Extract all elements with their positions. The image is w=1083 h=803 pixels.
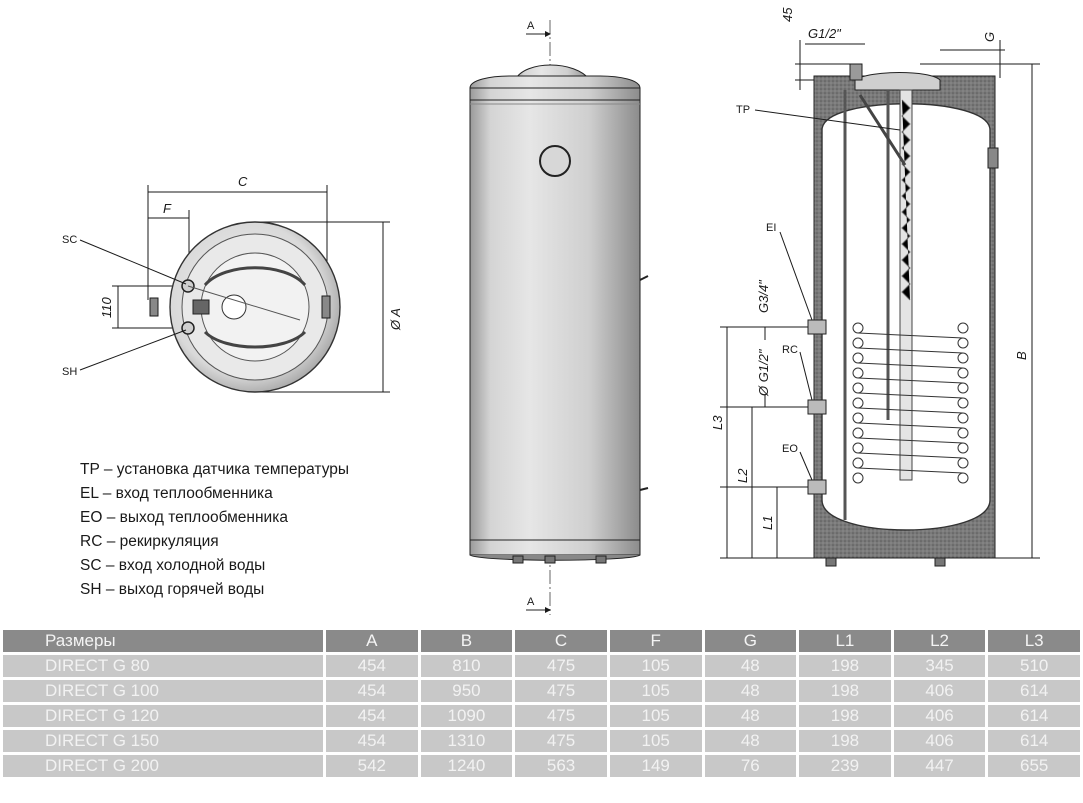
- label-tp: TP: [736, 104, 750, 116]
- table-cell-model: DIRECT G 120: [3, 705, 323, 727]
- table-cell: 1240: [420, 755, 513, 777]
- table-cell-model: DIRECT G 80: [3, 655, 323, 677]
- table-cell-model: DIRECT G 100: [3, 680, 323, 702]
- table-header-cell: L1: [799, 630, 891, 652]
- table-cell: 406: [893, 730, 986, 752]
- label-rc: RC: [782, 344, 798, 356]
- table-cell: 406: [893, 705, 986, 727]
- label-sh: SH: [62, 366, 77, 378]
- table-cell: 475: [515, 730, 607, 752]
- dim-110-label: 110: [99, 297, 114, 318]
- dim-45-label: 45: [780, 7, 795, 22]
- table-cell: 48: [704, 705, 797, 727]
- front-view: [469, 20, 649, 615]
- table-cell: 105: [609, 680, 702, 702]
- table-cell: 614: [988, 680, 1080, 702]
- table-header-row: Размеры A B C F G L1 L2 L3: [3, 630, 1080, 652]
- table-cell: 198: [799, 730, 891, 752]
- table-row: DIRECT G 200 542 1240 563 149 76 239 447…: [3, 755, 1080, 777]
- table-header-cell: L3: [988, 630, 1080, 652]
- dim-c-label: C: [238, 174, 248, 189]
- table-cell: 454: [326, 730, 418, 752]
- legend-item: SC – вход холодной воды: [80, 557, 266, 574]
- table-header-cell: F: [609, 630, 702, 652]
- table-cell: 454: [326, 705, 418, 727]
- dim-l1-label: L1: [760, 516, 775, 530]
- table-row: DIRECT G 80 454 810 475 105 48 198 345 5…: [3, 655, 1080, 677]
- dimensions-table: Размеры A B C F G L1 L2 L3 DIRECT G 80 4…: [0, 627, 1083, 780]
- dim-f-label: F: [163, 201, 172, 216]
- technical-drawing: C F 110 Ø A SC SH A A: [62, 7, 1040, 615]
- table-cell: 454: [326, 680, 418, 702]
- table-cell: 614: [988, 705, 1080, 727]
- table-cell-model: DIRECT G 200: [3, 755, 323, 777]
- dim-l2-label: L2: [735, 468, 750, 483]
- dim-b-label: B: [1014, 351, 1029, 360]
- dim-g12-label: Ø G1/2": [756, 348, 771, 397]
- table-cell: 447: [893, 755, 986, 777]
- table-cell: 345: [893, 655, 986, 677]
- section-view: [720, 40, 1040, 567]
- table-cell: 48: [704, 655, 797, 677]
- table-cell: 198: [799, 680, 891, 702]
- table-cell: 563: [515, 755, 607, 777]
- table-row: DIRECT G 150 454 1310 475 105 48 198 406…: [3, 730, 1080, 752]
- table-cell: 48: [704, 730, 797, 752]
- table-cell: 475: [515, 705, 607, 727]
- legend-item: EL – вход теплообменника: [80, 485, 273, 502]
- section-mark-bottom: A: [527, 596, 535, 608]
- dim-g-label: G: [982, 32, 997, 42]
- dim-l3-label: L3: [710, 415, 725, 430]
- table-cell: 198: [799, 705, 891, 727]
- table-header-cell: Размеры: [3, 630, 323, 652]
- table-cell: 542: [326, 755, 418, 777]
- table-cell: 614: [988, 730, 1080, 752]
- table-header-cell: B: [420, 630, 513, 652]
- table-cell: 1090: [420, 705, 513, 727]
- table-cell: 454: [326, 655, 418, 677]
- table-row: DIRECT G 100 454 950 475 105 48 198 406 …: [3, 680, 1080, 702]
- table-cell: 655: [988, 755, 1080, 777]
- top-view: [79, 185, 390, 393]
- table-cell: 105: [609, 730, 702, 752]
- table-cell: 105: [609, 655, 702, 677]
- legend-item: TP – установка датчика температуры: [80, 461, 350, 478]
- legend-item: SH – выход горячей воды: [80, 581, 265, 598]
- table-row: DIRECT G 120 454 1090 475 105 48 198 406…: [3, 705, 1080, 727]
- legend: TP – установка датчика температуры EL – …: [80, 458, 349, 602]
- table-cell: 810: [420, 655, 513, 677]
- table-header-cell: A: [326, 630, 418, 652]
- table-cell: 149: [609, 755, 702, 777]
- table-cell: 475: [515, 680, 607, 702]
- label-eo: EO: [782, 443, 798, 455]
- dim-g12-top-label: G1/2": [808, 26, 842, 41]
- table-header-cell: L2: [893, 630, 986, 652]
- legend-item: RC – рекиркуляция: [80, 533, 219, 550]
- table-cell: 198: [799, 655, 891, 677]
- table-cell: 950: [420, 680, 513, 702]
- table-cell: 406: [893, 680, 986, 702]
- dim-a-label: Ø A: [388, 308, 403, 331]
- table-cell: 105: [609, 705, 702, 727]
- dim-g34-label: G3/4": [756, 279, 771, 313]
- table-cell: 510: [988, 655, 1080, 677]
- label-sc: SC: [62, 234, 77, 246]
- table-cell: 475: [515, 655, 607, 677]
- table-cell-model: DIRECT G 150: [3, 730, 323, 752]
- table-cell: 76: [704, 755, 797, 777]
- section-mark-top: A: [527, 20, 535, 32]
- table-header-cell: C: [515, 630, 607, 652]
- table-cell: 239: [799, 755, 891, 777]
- table-header-cell: G: [704, 630, 797, 652]
- table-cell: 1310: [420, 730, 513, 752]
- label-ei: EI: [766, 222, 776, 234]
- legend-item: EO – выход теплообменника: [80, 509, 288, 526]
- table-cell: 48: [704, 680, 797, 702]
